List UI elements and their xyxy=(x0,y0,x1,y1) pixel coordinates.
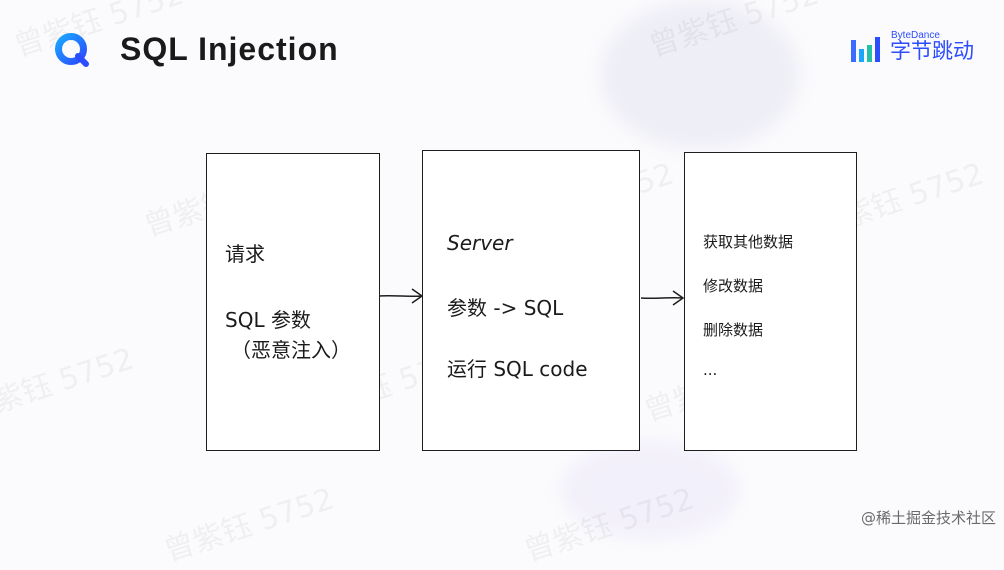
background-blob xyxy=(600,0,800,150)
box-line: 修改数据 xyxy=(703,277,764,295)
box-line: 运行 SQL code xyxy=(447,357,588,381)
brand-name-en: ByteDance xyxy=(891,30,940,41)
server-box: Server 参数 -> SQL 运行 SQL code xyxy=(422,150,640,451)
box-line: 参数 -> SQL xyxy=(447,296,564,320)
slide-header: SQL Injection xyxy=(54,31,339,68)
background-blob xyxy=(560,440,740,540)
box-line: 获取其他数据 xyxy=(703,233,794,251)
box-line: SQL 参数 xyxy=(225,308,311,332)
bytedance-logo: ByteDance 字节跳动 xyxy=(850,31,974,62)
request-box: 请求 SQL 参数 （恶意注入） xyxy=(206,153,380,451)
q-logo-icon xyxy=(55,32,89,67)
box-line: Server xyxy=(447,231,513,255)
watermark: 曾紫钰 5752 xyxy=(0,334,138,430)
result-box: 获取其他数据 修改数据 删除数据 ... xyxy=(684,152,857,451)
box-line: ... xyxy=(703,361,718,379)
footer-credit: @稀土掘金技术社区 xyxy=(860,509,996,527)
box-line: 请求 xyxy=(225,242,265,266)
brand-name-cn: 字节跳动 xyxy=(890,39,974,63)
arrow-right-icon xyxy=(640,290,685,306)
watermark: 曾紫钰 5752 xyxy=(158,474,339,570)
bytedance-bars-icon xyxy=(851,37,880,62)
arrow-right-icon xyxy=(379,288,424,304)
box-line: 删除数据 xyxy=(703,321,764,339)
box-line: （恶意注入） xyxy=(231,338,351,362)
slide-title: SQL Injection xyxy=(120,31,339,67)
